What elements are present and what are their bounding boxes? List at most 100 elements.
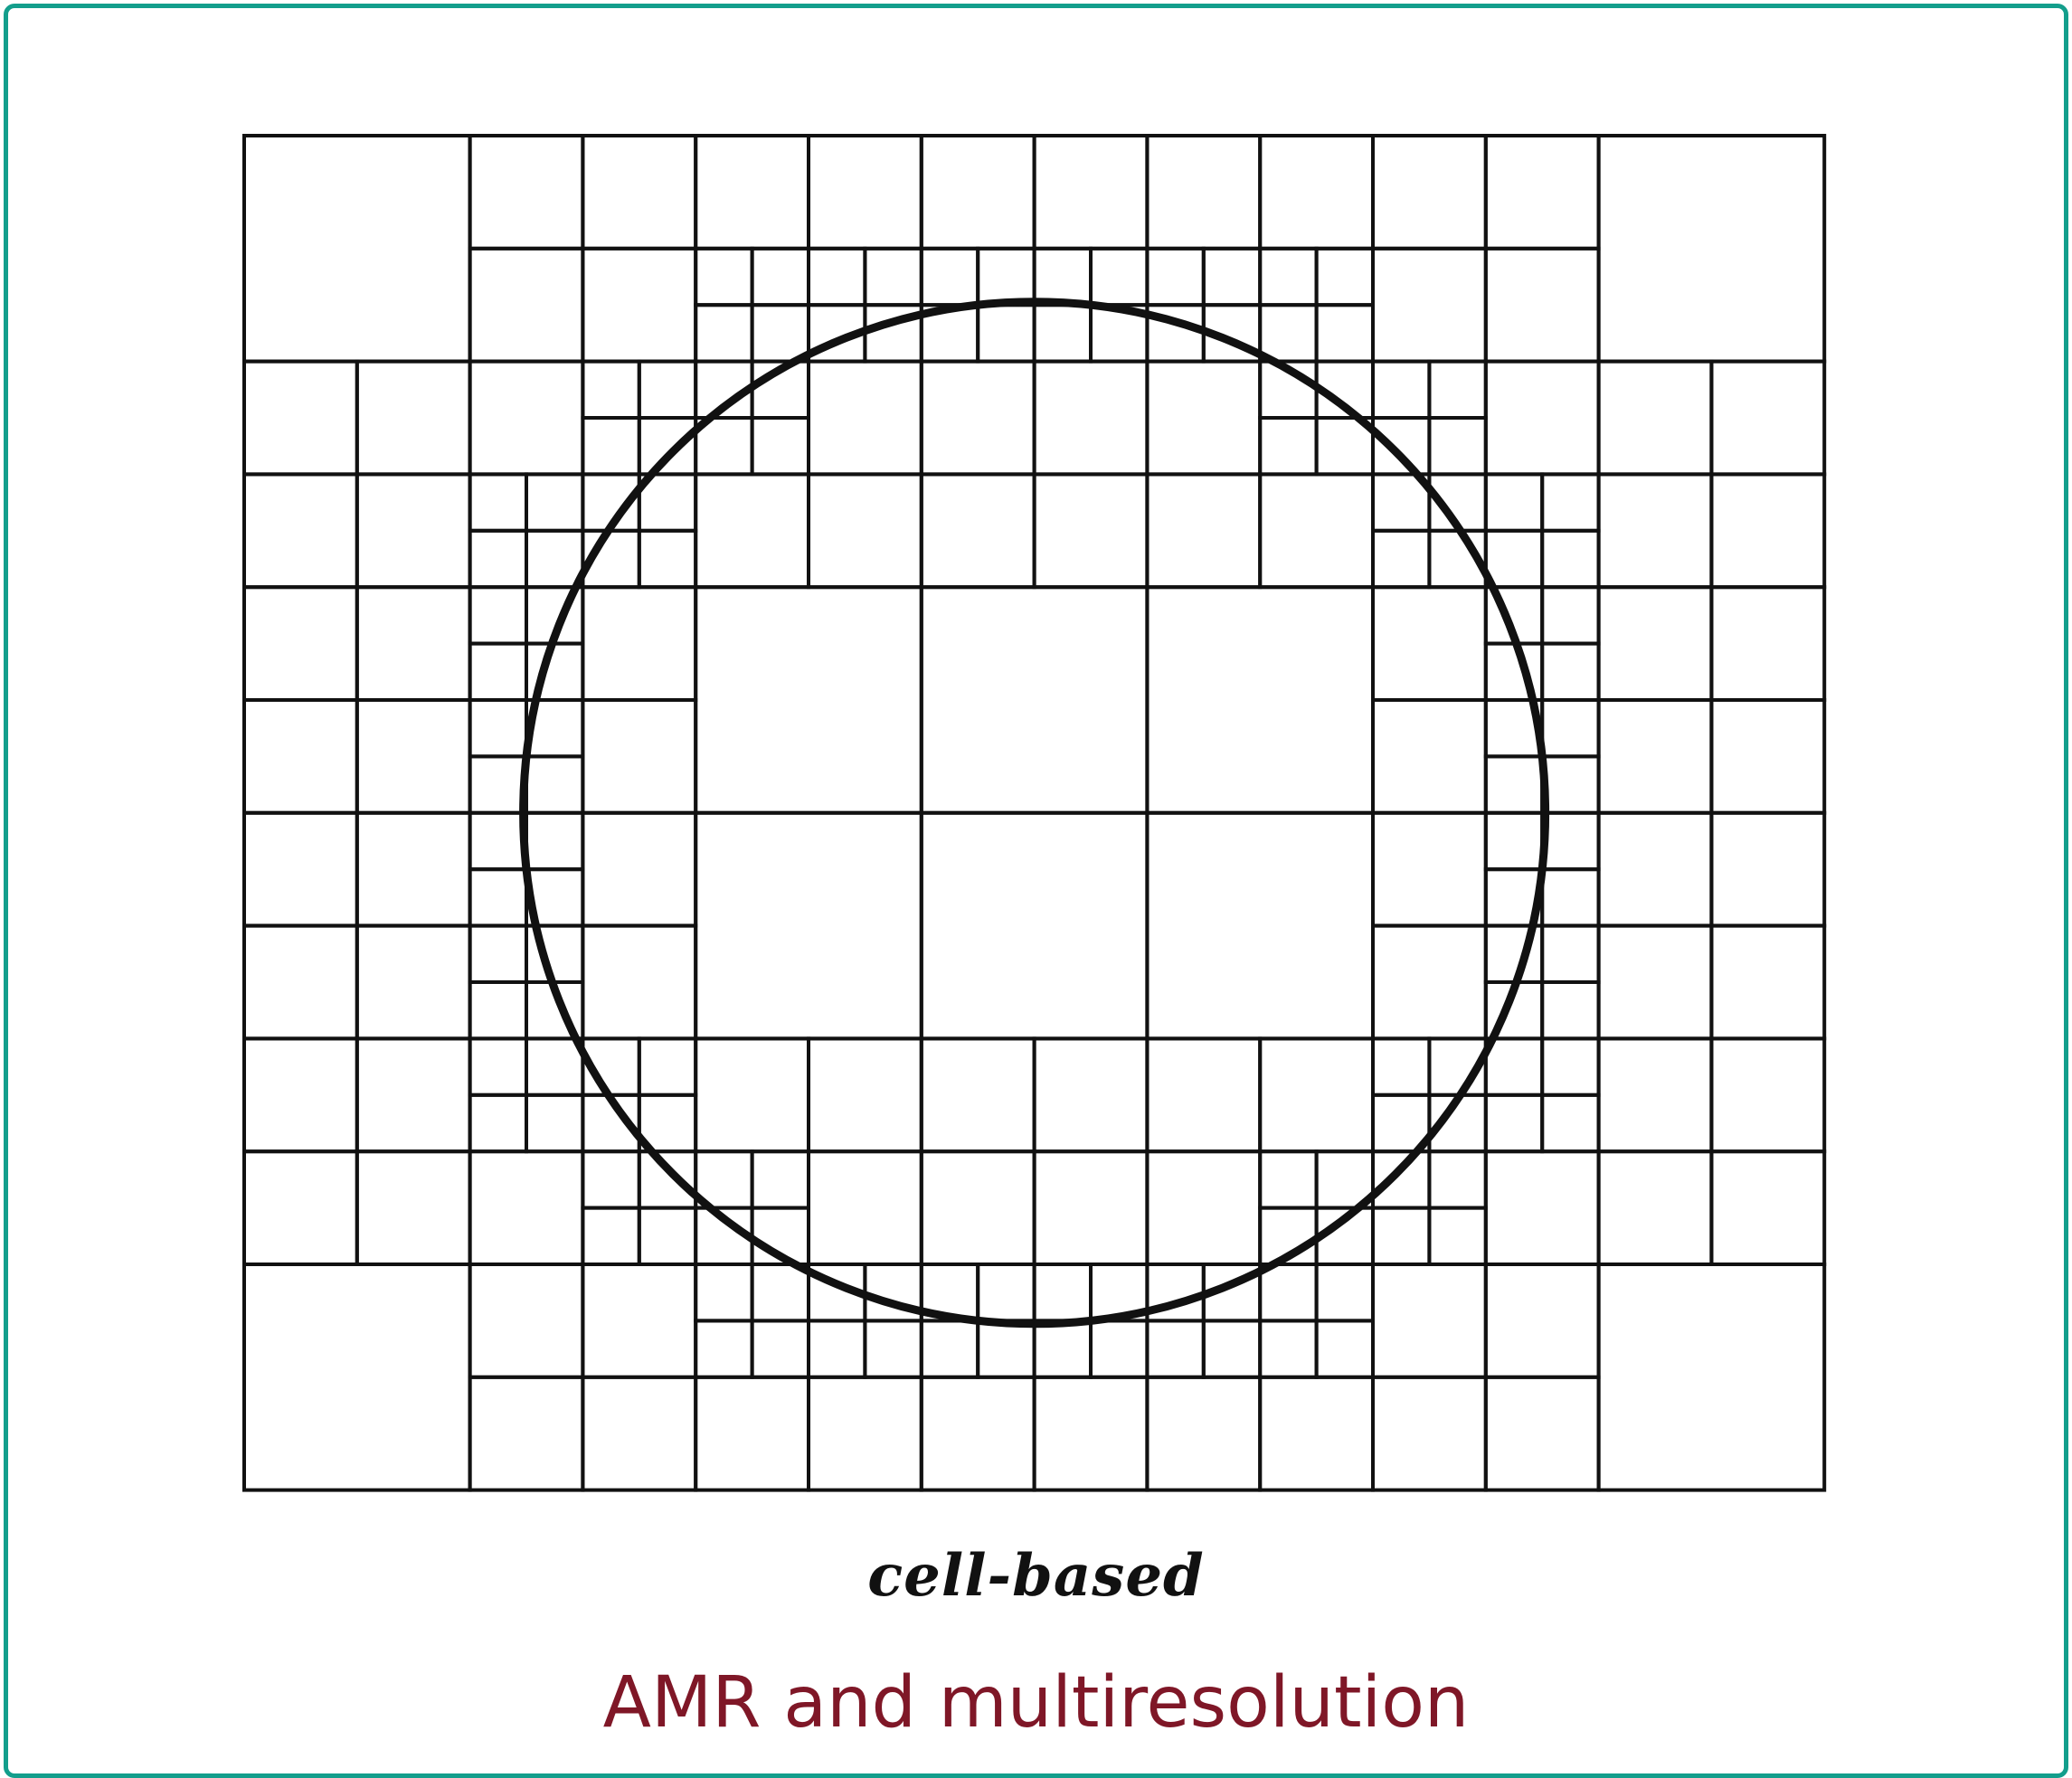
mesh-cell xyxy=(1032,472,1150,590)
mesh-cell xyxy=(355,923,472,1041)
mesh-cell xyxy=(1596,698,1714,815)
mesh-cell xyxy=(1540,754,1601,815)
figure-frame xyxy=(4,4,2068,1778)
mesh-cell xyxy=(1709,585,1827,703)
mesh-cell xyxy=(1483,810,1545,872)
mesh-cell xyxy=(1596,1036,1714,1154)
mesh-cell xyxy=(1032,1375,1150,1492)
mesh-cell xyxy=(919,472,1036,590)
mesh-cell xyxy=(581,1263,698,1379)
mesh-cell xyxy=(525,810,585,872)
mesh-cell xyxy=(1596,359,1714,477)
mesh-cell xyxy=(581,134,698,251)
mesh-cell xyxy=(355,585,472,703)
mesh-cell xyxy=(1145,1036,1263,1154)
mesh-cell xyxy=(468,359,585,477)
circle-boundary xyxy=(519,298,1550,1329)
mesh-cell xyxy=(1145,246,1206,307)
mesh-cell xyxy=(1201,1319,1263,1379)
mesh-cell xyxy=(1032,1319,1093,1379)
mesh-cell xyxy=(694,472,811,590)
mesh-cell xyxy=(525,528,585,590)
mesh-cell xyxy=(807,472,923,590)
mesh-cell xyxy=(1596,1263,1827,1492)
mesh-cell xyxy=(1371,698,1488,815)
mesh-cell xyxy=(919,810,1150,1041)
mesh-cell xyxy=(807,1319,867,1379)
mesh-cell xyxy=(1709,810,1827,928)
mesh-cell xyxy=(1314,1263,1375,1323)
mesh-cell xyxy=(807,246,867,307)
mesh-cell xyxy=(807,1375,923,1492)
mesh-cell xyxy=(242,1149,359,1266)
mesh-cell xyxy=(1540,641,1601,702)
mesh-cell xyxy=(1483,472,1545,533)
mesh-cell xyxy=(1483,1036,1545,1097)
mesh-cell xyxy=(1371,134,1488,251)
mesh-cell xyxy=(750,1149,810,1210)
mesh-cell xyxy=(1371,1375,1488,1492)
mesh-cell xyxy=(694,810,923,1041)
mesh-cell xyxy=(468,1092,528,1154)
mesh-cell xyxy=(694,246,754,307)
mesh-cell xyxy=(919,1036,1036,1154)
mesh-cell xyxy=(694,585,923,815)
mesh-cell xyxy=(1371,416,1432,477)
mesh-cell xyxy=(525,472,585,533)
mesh-cell xyxy=(581,359,641,421)
mesh-cell xyxy=(1709,359,1827,477)
mesh-cell xyxy=(1540,923,1601,984)
mesh-cell xyxy=(1483,246,1601,364)
mesh-cell xyxy=(581,246,698,364)
mesh-cell xyxy=(581,923,698,1041)
mesh-cell xyxy=(1032,134,1150,251)
mesh-cell xyxy=(976,1319,1036,1379)
mesh-cell xyxy=(1201,246,1263,307)
mesh-cell xyxy=(242,585,359,703)
mesh-cell xyxy=(694,303,754,364)
mesh-cell xyxy=(1483,1263,1601,1379)
mesh-cell xyxy=(1258,134,1375,251)
mesh-cell xyxy=(242,1036,359,1154)
mesh-cell xyxy=(242,923,359,1041)
mesh-cell xyxy=(1258,472,1375,590)
mesh-cell xyxy=(919,1375,1036,1492)
mesh-cell xyxy=(637,1206,698,1266)
mesh-cell xyxy=(581,585,698,703)
mesh-cell xyxy=(581,698,698,815)
mesh-cell xyxy=(1145,1319,1206,1379)
mesh-cell xyxy=(1145,1375,1263,1492)
mesh-cell xyxy=(1371,810,1488,928)
mesh-cell xyxy=(1483,528,1545,590)
mesh-cell xyxy=(355,698,472,815)
mesh-cell xyxy=(1483,754,1545,815)
mesh-cell xyxy=(468,641,528,702)
mesh-cell xyxy=(1371,528,1432,590)
mesh-cell xyxy=(1032,1036,1150,1154)
mesh-cell xyxy=(1483,134,1601,251)
mesh-cell xyxy=(694,1319,754,1379)
mesh-cell xyxy=(355,1149,472,1266)
mesh-cell xyxy=(1427,1206,1488,1266)
mesh-cell xyxy=(355,810,472,928)
mesh-cell xyxy=(581,416,641,477)
mesh-cell xyxy=(694,1263,754,1323)
mesh-cell xyxy=(242,1263,472,1492)
mesh-cell xyxy=(242,134,472,364)
mesh-cell xyxy=(1089,246,1150,307)
mesh-cell xyxy=(1258,1263,1319,1323)
mesh-cell xyxy=(468,1263,585,1379)
mesh-cell xyxy=(637,1149,698,1210)
mesh-cell xyxy=(919,585,1150,815)
mesh-cell xyxy=(1709,923,1827,1041)
mesh-cell xyxy=(1540,1092,1601,1154)
mesh-cell xyxy=(1596,472,1714,590)
mesh-cell xyxy=(1483,1092,1545,1154)
mesh-cell xyxy=(1371,359,1432,421)
mesh-cell xyxy=(807,1149,923,1266)
mesh-cell xyxy=(694,1375,811,1492)
mesh-cell xyxy=(1709,1149,1827,1266)
mesh-cell xyxy=(1371,923,1488,1041)
mesh-cell xyxy=(1427,1149,1488,1210)
mesh-cell xyxy=(468,754,528,815)
